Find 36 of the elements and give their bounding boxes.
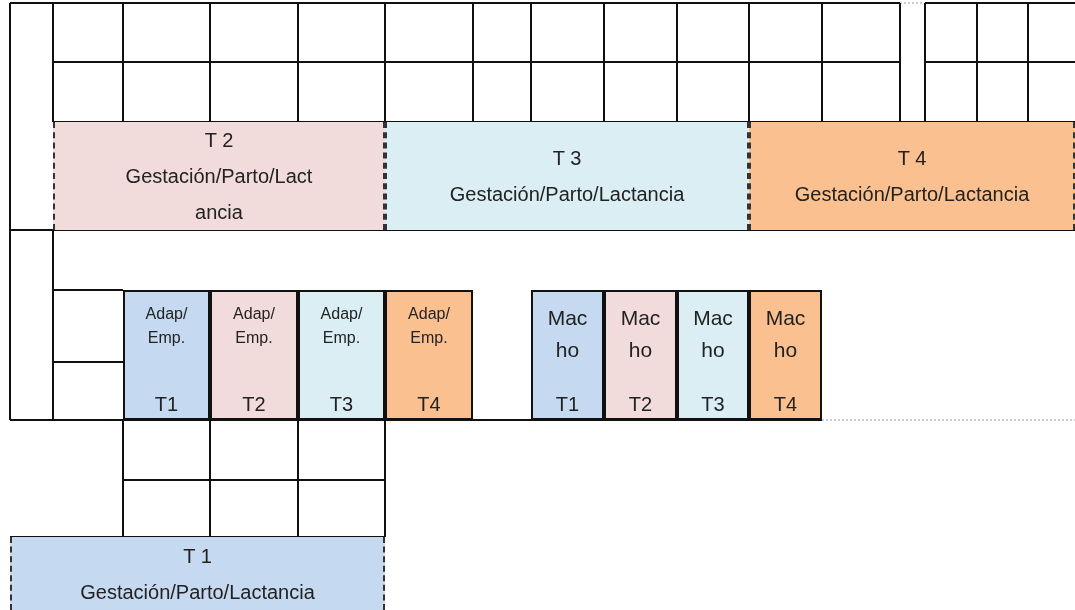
pen-box bbox=[210, 290, 298, 420]
area-number: T 3 bbox=[552, 146, 582, 171]
pen-area bbox=[53, 122, 385, 230]
area-use-label: Gestación/Parto/Lactancia bbox=[449, 182, 685, 207]
pen-box bbox=[531, 290, 604, 420]
pen-number: T1 bbox=[154, 393, 179, 416]
pen-use-label: Adap/Emp. bbox=[144, 304, 189, 348]
pen-box bbox=[749, 290, 822, 420]
area-use-label: Gestación/Parto/Lactancia bbox=[794, 182, 1030, 207]
pen-number: T2 bbox=[242, 393, 266, 416]
pen-box bbox=[385, 290, 473, 420]
area-use-label: Gestación/Parto/Lactancia bbox=[80, 579, 315, 605]
pen-number: T3 bbox=[701, 393, 725, 416]
area-number: T 4 bbox=[897, 146, 927, 171]
pen-use-label: Macho bbox=[765, 305, 806, 363]
area-number: T 2 bbox=[204, 128, 234, 153]
pen-use-label: Macho bbox=[620, 305, 661, 363]
area-use-label: Gestación/Parto/Lactancia bbox=[124, 164, 314, 225]
pen-number: T2 bbox=[628, 393, 653, 416]
pen-use-label: Adap/Emp. bbox=[319, 304, 364, 348]
pen-box bbox=[604, 290, 677, 420]
pen-use-label: Macho bbox=[547, 305, 588, 363]
pen-box bbox=[123, 290, 210, 420]
pen-area bbox=[749, 122, 1075, 230]
pen-use-label: Adap/Emp. bbox=[407, 304, 451, 348]
pen-box bbox=[677, 290, 749, 420]
pen-number: T4 bbox=[773, 393, 798, 416]
pen-area bbox=[10, 537, 385, 610]
pen-number: T4 bbox=[417, 393, 441, 416]
pen-box bbox=[298, 290, 385, 420]
pen-area bbox=[385, 122, 749, 230]
pen-number: T3 bbox=[329, 393, 354, 416]
pen-number: T1 bbox=[555, 393, 580, 416]
pen-use-label: Macho bbox=[693, 305, 733, 363]
pen-use-label: Adap/Emp. bbox=[232, 304, 276, 348]
area-number: T 1 bbox=[183, 543, 212, 569]
